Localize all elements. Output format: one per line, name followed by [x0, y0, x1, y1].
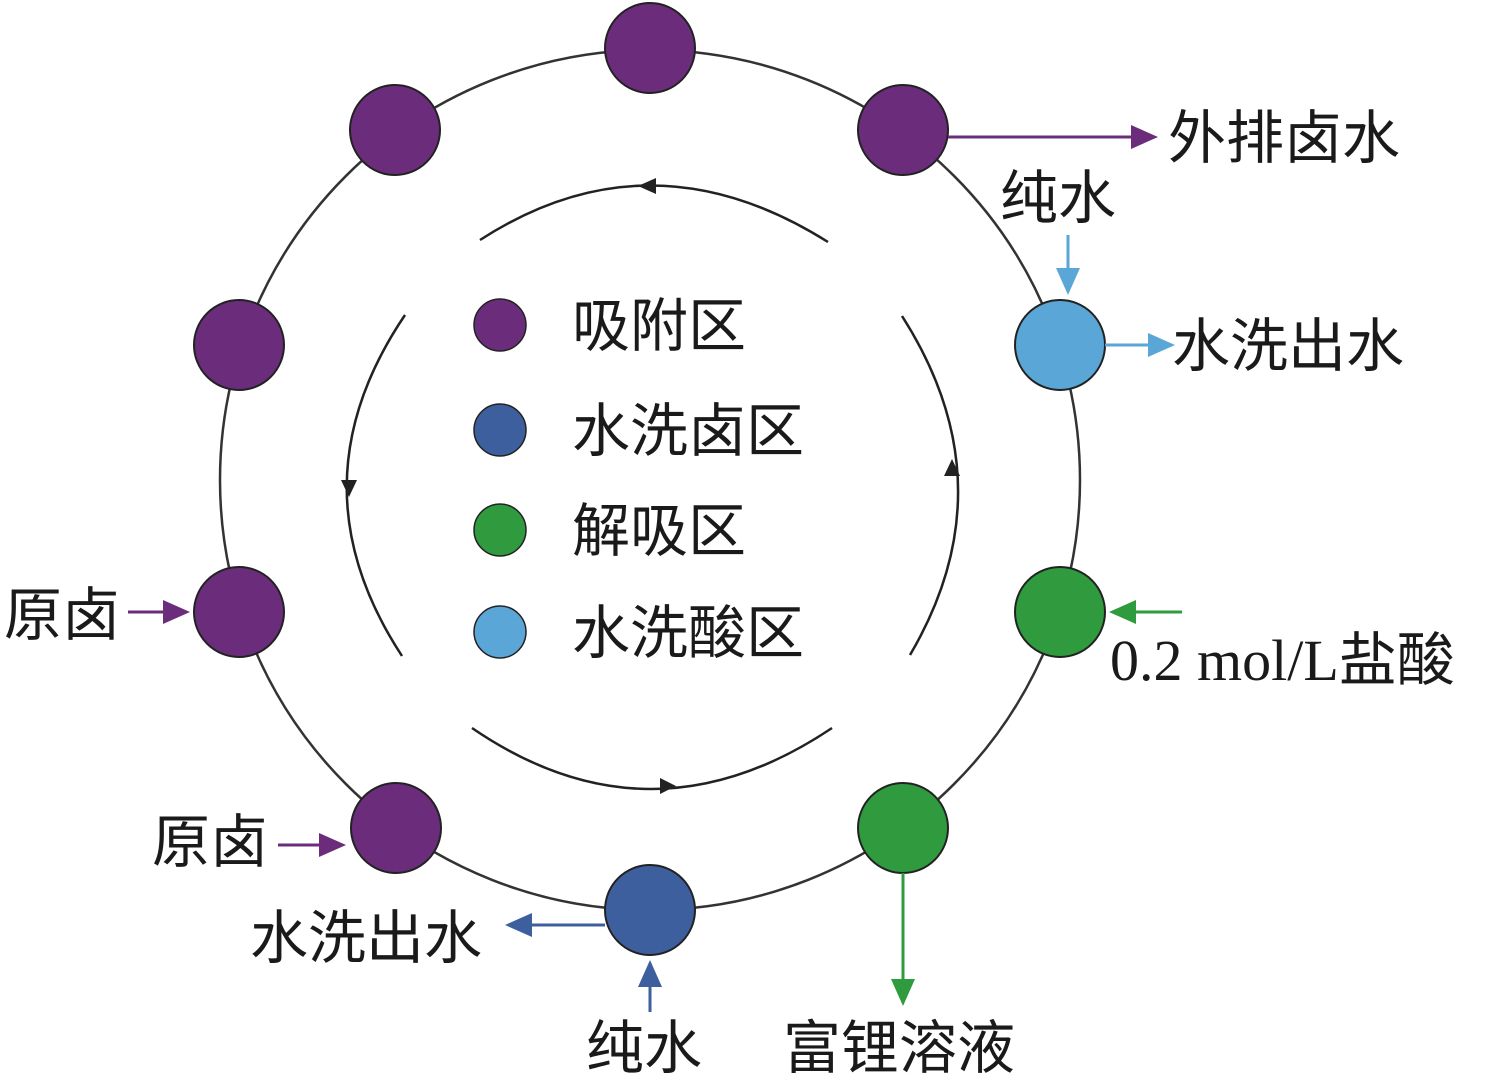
rotation-arc-left — [345, 314, 407, 657]
column-bottom — [604, 864, 696, 956]
column-lower-left — [193, 566, 285, 658]
legend-label-acid-wash: 水洗酸区 — [572, 599, 804, 667]
discharge-brine-label: 外排卤水 — [1168, 104, 1400, 172]
legend-swatch-brine-wash — [473, 403, 527, 457]
acid-label: 0.2 mol/L盐酸 — [1110, 628, 1455, 693]
pure-water-bottom-label: 纯水 — [586, 1014, 702, 1082]
legend-swatch-acid-wash — [473, 605, 527, 659]
raw-brine-bottom-label: 原卤 — [152, 808, 268, 876]
legend-label-brine-wash: 水洗卤区 — [572, 397, 804, 465]
legend-swatch-adsorption — [473, 298, 527, 352]
raw-brine-left-label: 原卤 — [4, 581, 120, 649]
rotation-arc-bottom — [471, 726, 833, 791]
rotation-arc-right — [900, 315, 960, 656]
legend-label-adsorption: 吸附区 — [572, 292, 746, 360]
column-top — [604, 2, 696, 94]
wash-out-bottom-label: 水洗出水 — [250, 904, 482, 972]
legend-label-desorption: 解吸区 — [572, 497, 746, 565]
rotation-arcs — [345, 184, 960, 791]
wash-out-top-label: 水洗出水 — [1172, 312, 1404, 380]
column-top-right — [857, 84, 949, 176]
rotation-arrow-bottom-icon — [660, 778, 676, 794]
legend-swatch-desorption — [473, 503, 527, 557]
rotation-arc-top — [479, 184, 829, 244]
column-right — [1014, 299, 1106, 391]
column-lower-right — [1014, 566, 1106, 658]
column-top-left — [349, 84, 441, 176]
rotation-arrow-left-icon — [341, 480, 357, 497]
lithium-solution-label: 富锂溶液 — [783, 1014, 1015, 1082]
rotation-arrow-top-icon — [638, 178, 656, 194]
rotation-arrowheads — [341, 178, 960, 794]
legend: 吸附区 水洗卤区 解吸区 水洗酸区 — [473, 292, 804, 667]
column-left — [193, 299, 285, 391]
column-bottom-right — [857, 782, 949, 874]
column-bottom-left — [350, 782, 442, 874]
rotation-arrow-right-icon — [944, 459, 960, 476]
pure-water-top-label: 纯水 — [1000, 164, 1116, 232]
